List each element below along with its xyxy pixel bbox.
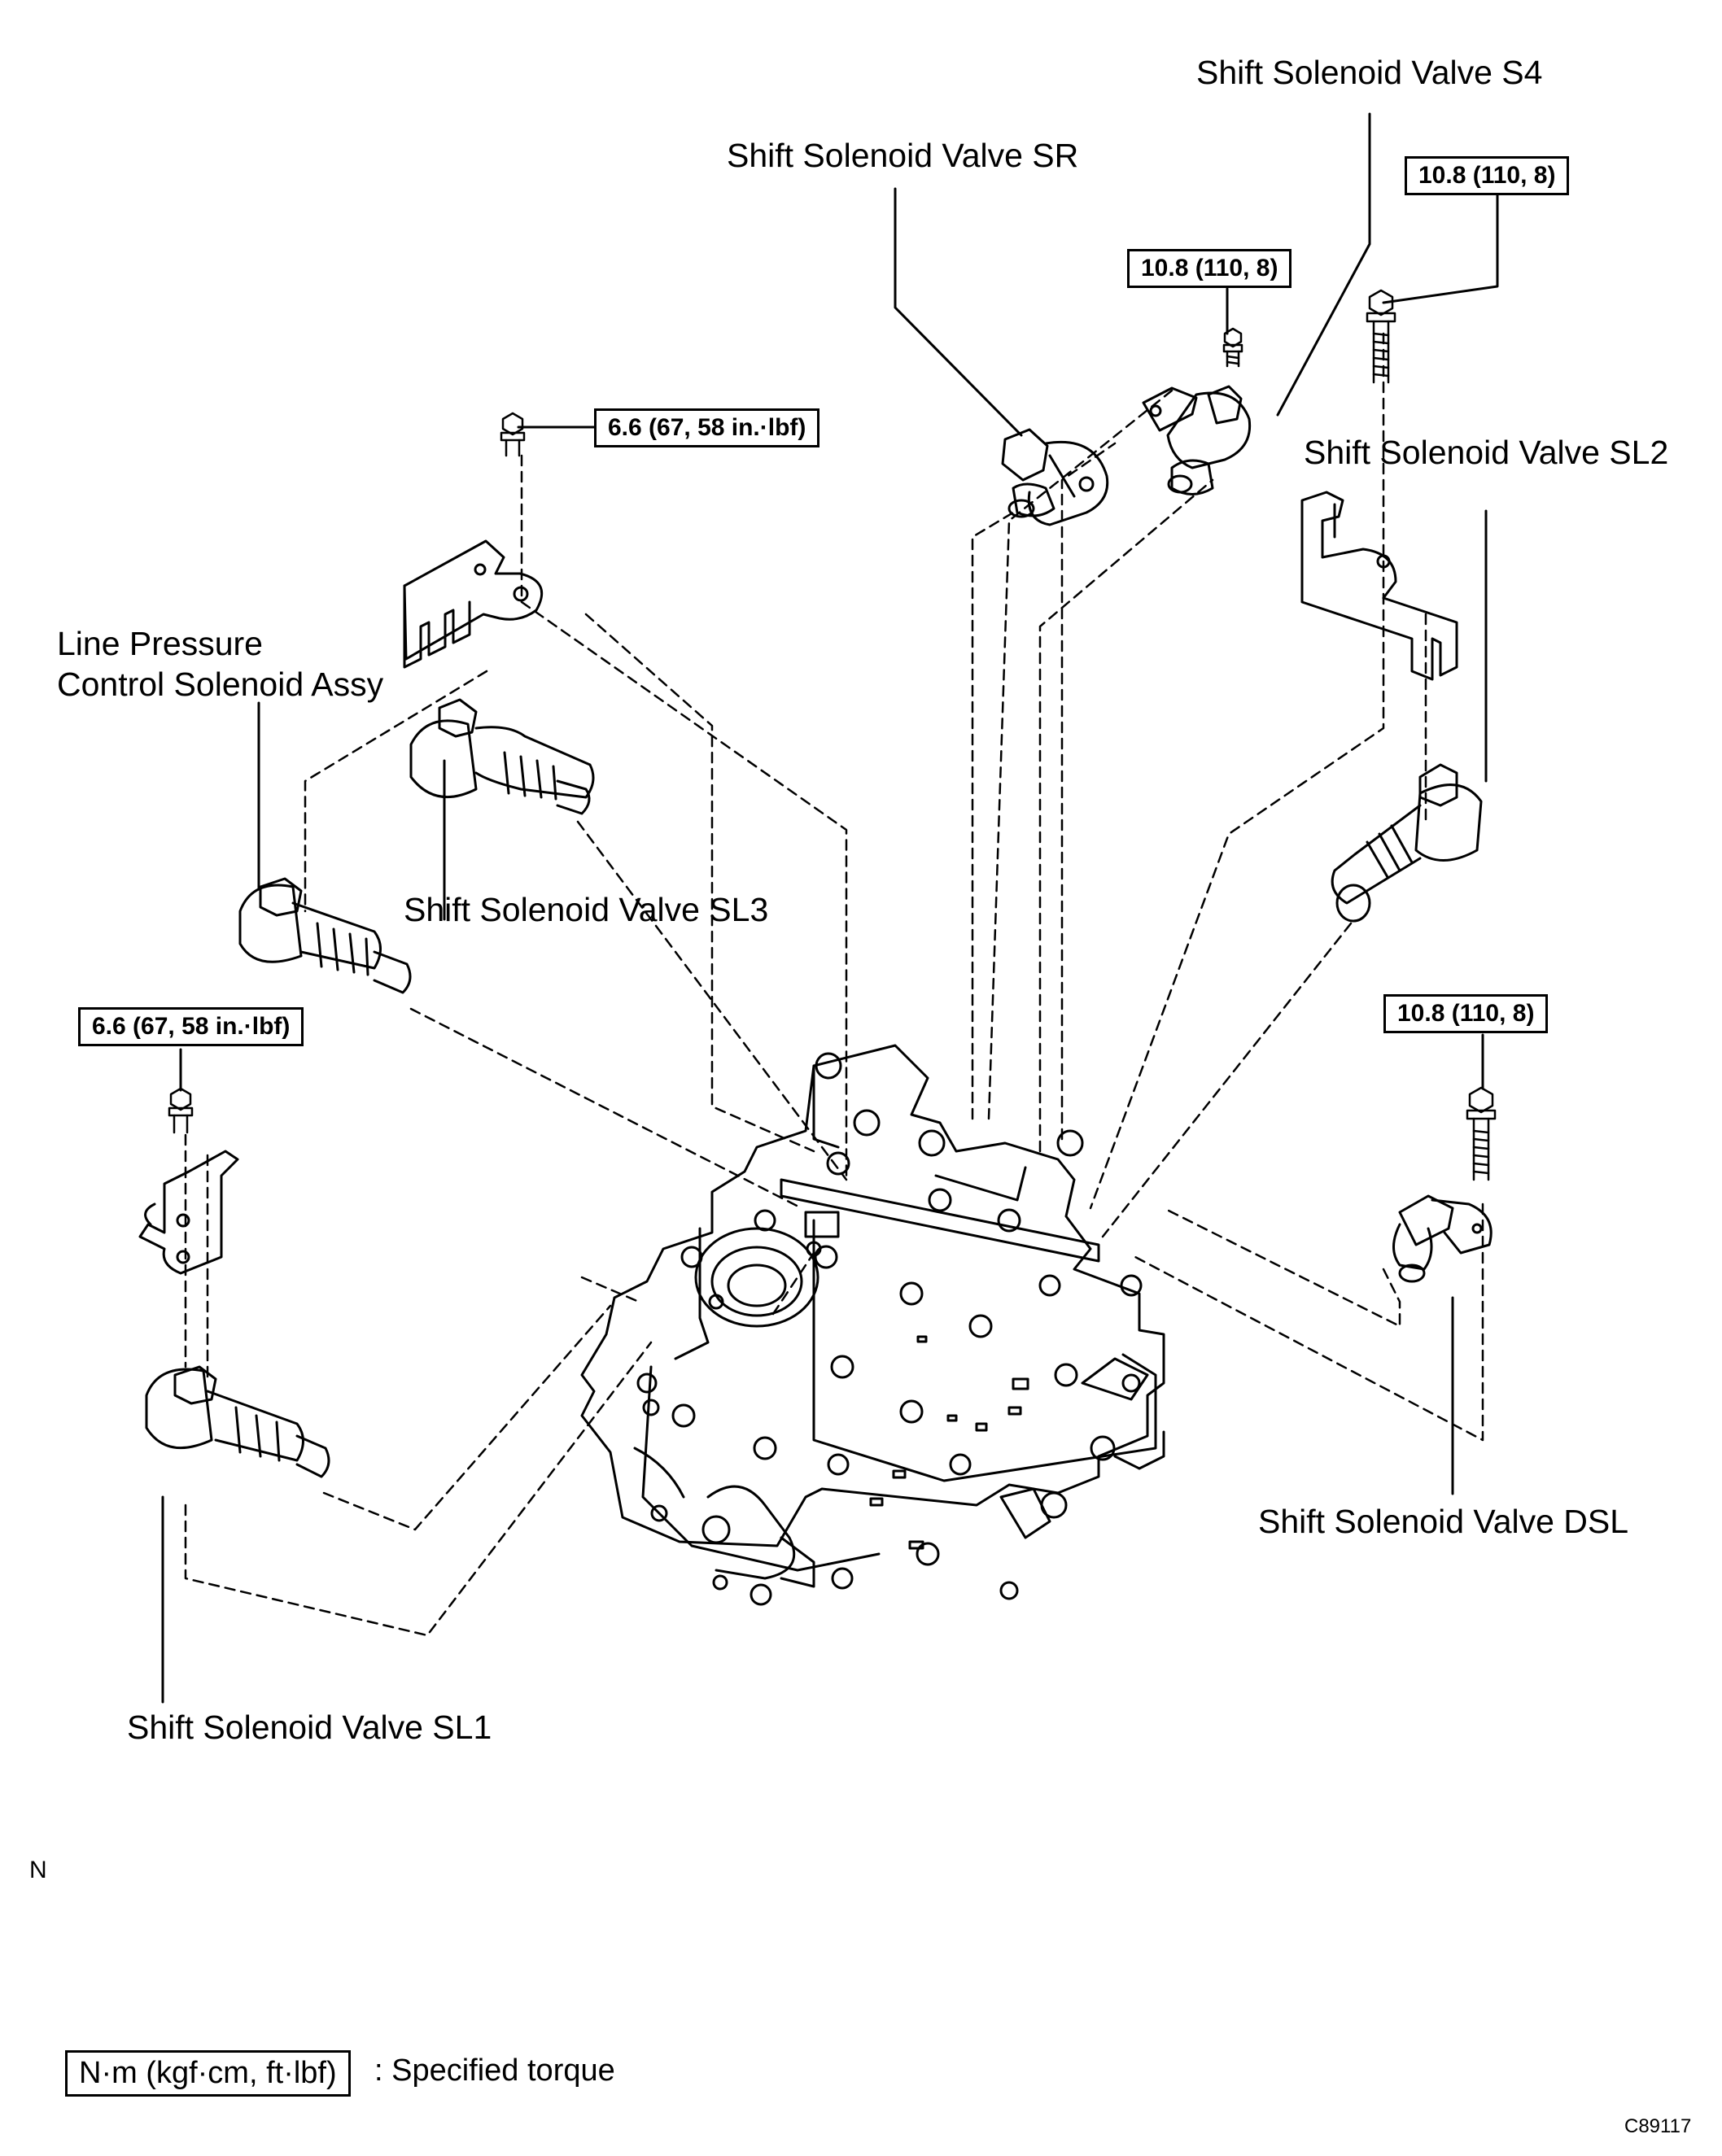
bolt-upper-left [500,412,526,457]
valve-body [580,1044,1165,1606]
label-dsl: Shift Solenoid Valve DSL [1258,1503,1629,1540]
label-s4: Shift Solenoid Valve S4 [1196,54,1543,91]
bracket-upper-left [403,539,544,669]
solenoid-dsl [1392,1194,1493,1283]
label-line-pressure-1: Line Pressure [57,625,263,662]
label-sl2: Shift Solenoid Valve SL2 [1304,434,1669,471]
torque-box-sr: 10.8 (110, 8) [1127,249,1292,288]
bolt-dsl [1466,1086,1497,1181]
bolt-sr [1366,289,1396,384]
bolt-lower-left [168,1087,194,1134]
torque-box-lower-left: 6.6 (67, 58 in.·lbf) [78,1007,304,1046]
bolt-s4 [1222,327,1243,368]
legend-unit-box: N·m (kgf·cm, ft·lbf) [65,2050,351,2097]
label-sr: Shift Solenoid Valve SR [727,137,1079,174]
legend-meaning: : Specified torque [374,2053,615,2088]
solenoid-sl2 [1331,763,1483,923]
marker-n: N [29,1857,47,1883]
solenoid-s4 [1142,385,1252,495]
solenoid-sl1 [145,1365,330,1478]
assembly-dashed-lines [184,332,1484,1637]
torque-box-dsl: 10.8 (110, 8) [1383,994,1549,1033]
leader-lines [161,112,1499,1704]
line-pressure-solenoid [238,877,412,994]
label-sl1: Shift Solenoid Valve SL1 [127,1709,492,1746]
bracket-upper-right [1300,491,1458,681]
solenoid-sl3 [409,698,595,815]
torque-box-s4: 10.8 (110, 8) [1405,156,1570,195]
label-sl3: Shift Solenoid Valve SL3 [404,891,769,928]
torque-box-upper-left: 6.6 (67, 58 in.·lbf) [594,408,820,447]
figure-code: C89117 [1624,2115,1692,2137]
bracket-lower-left [138,1150,239,1275]
solenoid-sr [1001,428,1109,526]
label-line-pressure-2: Control Solenoid Assy [57,666,384,703]
